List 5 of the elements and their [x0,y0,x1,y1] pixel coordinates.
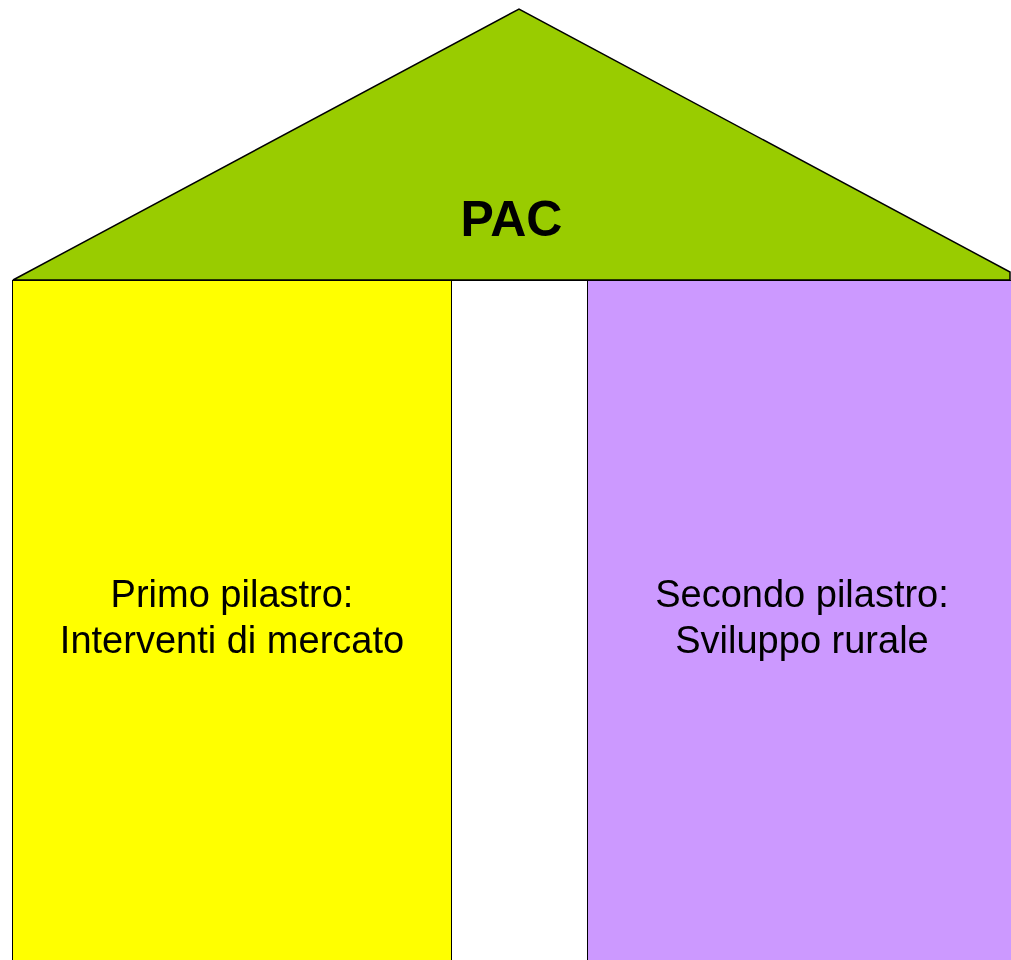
pillar-panel [12,280,452,960]
pillar-label: Primo pilastro: Interventi di mercato [58,572,406,663]
pillar-panel [587,280,1011,960]
pillar-label: Secondo pilastro: Sviluppo rurale [654,572,950,663]
roof-label: PAC [459,191,564,247]
